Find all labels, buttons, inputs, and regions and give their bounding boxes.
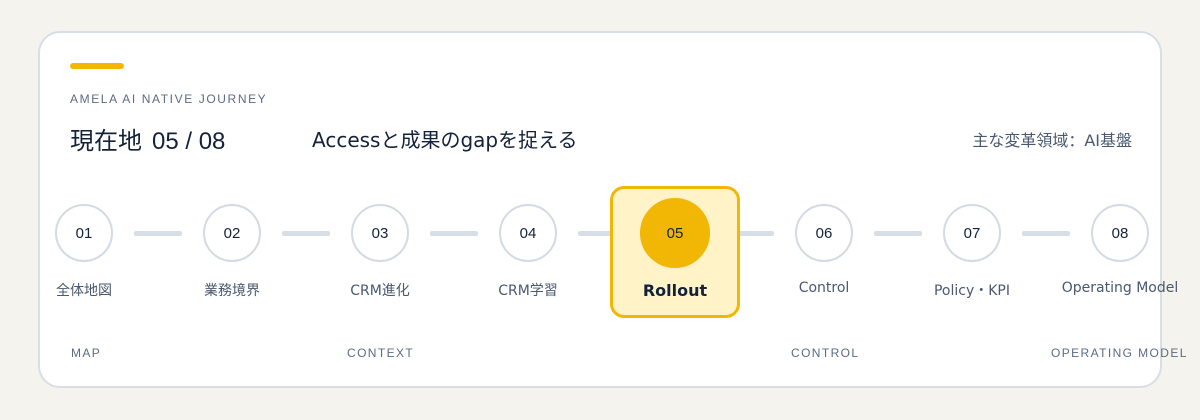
connector-1-2 [134, 231, 182, 236]
connector-7-8 [1022, 231, 1070, 236]
connector-6-7 [874, 231, 922, 236]
step-02[interactable]: 02 業務境界 [157, 204, 307, 300]
location-value: 05 / 08 [152, 128, 226, 155]
phase-label-control: CONTROL [791, 346, 860, 360]
step-number-badge: 04 [499, 204, 557, 262]
step-number-badge: 03 [351, 204, 409, 262]
step-05-current[interactable]: 05 Rollout [600, 198, 750, 300]
step-number-badge: 05 [640, 198, 710, 268]
step-label: CRM進化 [350, 283, 410, 299]
connector-2-3 [282, 231, 330, 236]
step-label: Policy・KPI [933, 283, 1011, 299]
step-label: 業務境界 [204, 283, 260, 299]
step-label: Control [798, 280, 850, 296]
step-label: Rollout [642, 281, 708, 300]
step-headline: Accessと成果のgapを捉える [312, 128, 578, 152]
step-label: 全体地図 [56, 283, 112, 299]
phase-label-map: MAP [71, 346, 102, 360]
step-number-badge: 02 [203, 204, 261, 262]
step-01[interactable]: 01 全体地図 [9, 204, 159, 300]
step-07[interactable]: 07 Policy・KPI [897, 204, 1047, 300]
step-08[interactable]: 08 Operating Model [1045, 204, 1195, 296]
step-03[interactable]: 03 CRM進化 [305, 204, 455, 300]
connector-3-4 [430, 231, 478, 236]
step-04[interactable]: 04 CRM学習 [453, 204, 603, 300]
step-label: CRM学習 [498, 283, 558, 299]
connector-4-5 [578, 231, 612, 236]
phase-label-context: CONTEXT [347, 346, 415, 360]
connector-5-6 [738, 231, 774, 236]
phase-label-operating-model: OPERATING MODEL [1051, 346, 1188, 360]
accent-bar [70, 63, 124, 69]
location-label: 現在地 [70, 127, 142, 155]
step-label: Operating Model [1061, 280, 1179, 296]
step-06[interactable]: 06 Control [749, 204, 899, 296]
journey-eyebrow: AMELA AI NATIVE JOURNEY [70, 92, 268, 106]
step-number-badge: 06 [795, 204, 853, 262]
current-location: 現在地 05 / 08 [70, 121, 225, 156]
focus-area: 主な変革領域：AI基盤 [972, 131, 1132, 150]
journey-card: AMELA AI NATIVE JOURNEY 現在地 05 / 08 Acces… [38, 31, 1186, 388]
step-number-badge: 07 [943, 204, 1001, 262]
step-number-badge: 08 [1091, 204, 1149, 262]
step-number-badge: 01 [55, 204, 113, 262]
